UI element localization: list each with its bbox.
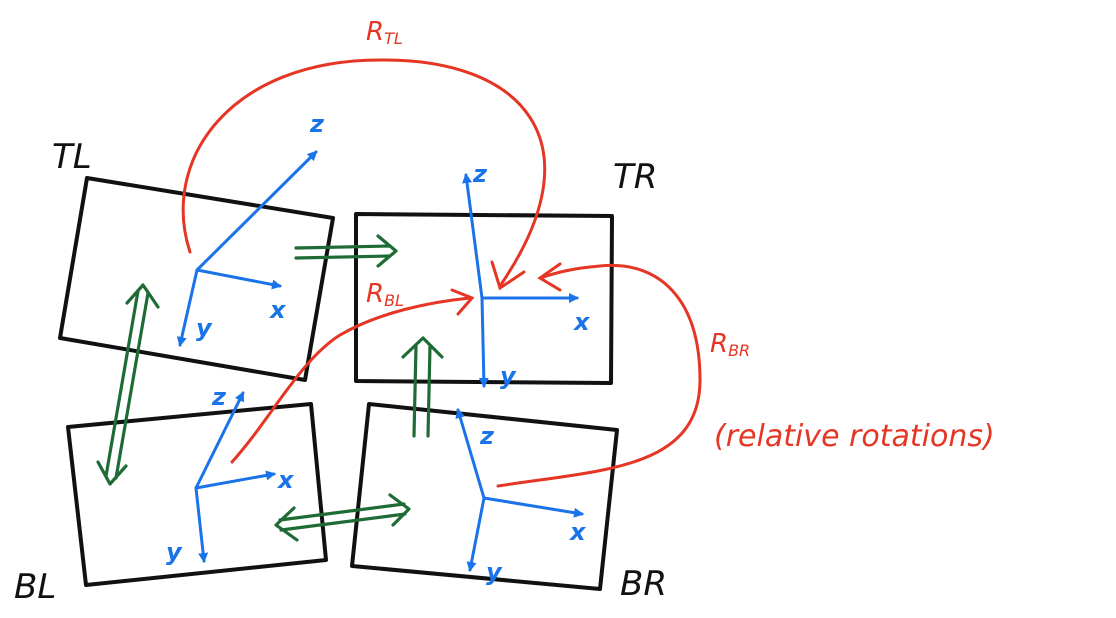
axis-x-label-bl: x — [277, 466, 295, 494]
frame-bottom-left — [66, 402, 328, 587]
frame-bottom-right — [350, 402, 619, 591]
relative-rotations-note: (relative rotations) — [714, 419, 995, 454]
axis-z-label-br: z — [479, 422, 495, 450]
axis-y-label-br: y — [486, 558, 503, 586]
axis-y-arrow-br — [466, 496, 486, 572]
axis-y-label-tr: y — [500, 362, 517, 390]
rotation-arc-tl — [181, 58, 546, 288]
rotation-tl: RTL — [181, 17, 546, 291]
adjacency-tl-bl — [96, 283, 160, 486]
axis-z-label-bl: z — [211, 383, 227, 411]
axis-z-label-tr: z — [472, 160, 488, 188]
adjacency-bl-br — [274, 493, 411, 542]
label-tr: TR — [613, 157, 657, 197]
rotation-bl: RBL — [230, 279, 475, 464]
axis-y-label-tl: y — [196, 314, 213, 342]
rotation-arc-bl — [230, 296, 472, 464]
axis-z-arrow-bl — [194, 391, 245, 490]
axis-z-label-tl: z — [309, 110, 325, 138]
axis-z-arrow-br — [455, 408, 486, 500]
axes-br: z x y — [455, 408, 587, 586]
axis-y-arrow-bl — [194, 486, 209, 563]
axis-x-arrow-tl — [195, 268, 282, 290]
axis-y-arrow-tl — [176, 268, 199, 347]
label-bl: BL — [14, 567, 56, 607]
axis-x-label-tr: x — [573, 308, 591, 336]
frame-top-left — [58, 176, 335, 382]
axes-tr: z x y — [462, 160, 591, 390]
rotation-br: RBR — [496, 262, 750, 488]
label-br: BR — [620, 564, 667, 604]
rotation-arc-br — [496, 263, 702, 488]
axes-bl: z x y — [166, 383, 295, 566]
axis-x-label-br: x — [569, 518, 587, 546]
axis-y-label-bl: y — [166, 538, 183, 566]
rotation-label-tl: RTL — [366, 17, 403, 48]
rotation-label-br: RBR — [710, 329, 750, 360]
adjacency-br-tr — [401, 336, 444, 438]
axis-x-arrow-br — [482, 496, 584, 518]
axes-tl: z x y — [176, 110, 325, 347]
adjacency-tl-tr — [294, 234, 398, 268]
label-tl: TL — [52, 137, 92, 177]
rotation-label-bl: RBL — [366, 279, 404, 310]
axis-x-arrow-bl — [194, 470, 276, 490]
axis-z-arrow-tl — [195, 150, 318, 272]
axis-x-label-tl: x — [269, 296, 287, 324]
axis-z-arrow-tr — [462, 173, 484, 300]
axis-y-arrow-tr — [478, 296, 489, 388]
